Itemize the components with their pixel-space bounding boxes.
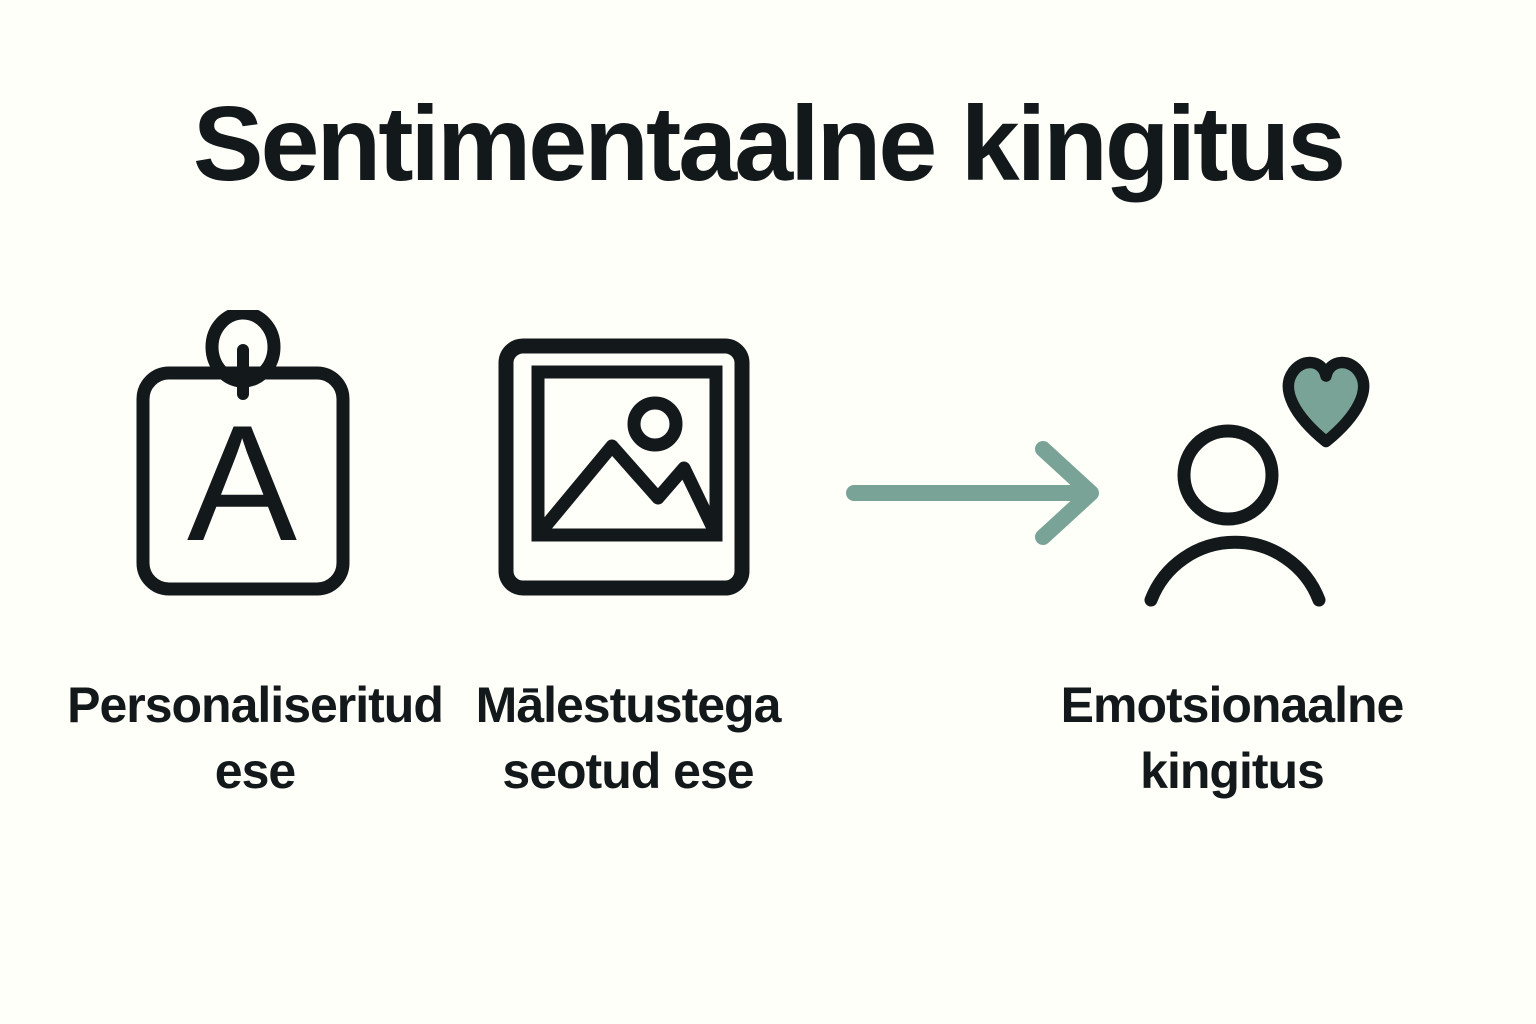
person-heart-svg xyxy=(1144,356,1370,607)
person-with-heart-icon xyxy=(1140,342,1385,607)
label-personalized-item: Personaliseritud ese xyxy=(67,677,444,799)
right-arrow-icon xyxy=(845,440,1101,546)
label-memory-item: Mālestustega seotud ese xyxy=(475,677,782,799)
pendant-tag-svg: A xyxy=(136,310,350,596)
pendant-tag-icon: A xyxy=(135,310,350,597)
heart-icon xyxy=(1282,356,1370,448)
photo-svg xyxy=(498,338,750,596)
page-title: Sentimentaalne kingitus xyxy=(192,85,1346,203)
tag-monogram: A xyxy=(187,391,297,575)
photo-icon xyxy=(498,338,750,597)
label-emotional-gift: Emotsionaalne kingitus xyxy=(1060,677,1405,799)
arrow-svg xyxy=(846,441,1099,545)
